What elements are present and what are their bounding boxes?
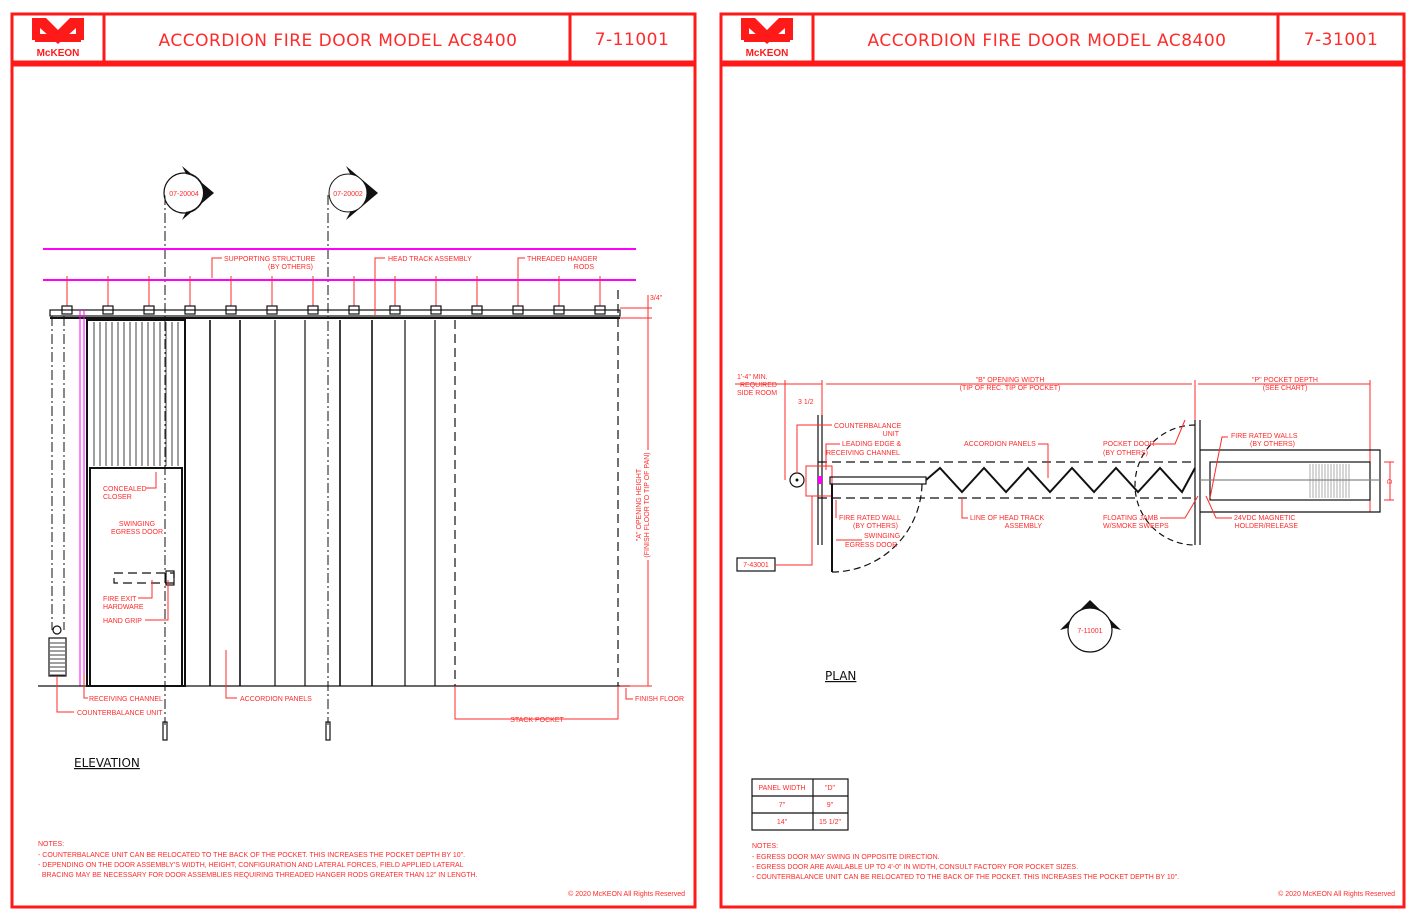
svg-text:3/4": 3/4" xyxy=(650,295,663,302)
svg-text:COUNTERBALANCE: COUNTERBALANCE xyxy=(834,423,902,430)
detail-reference[interactable]: 7-43001 xyxy=(736,496,813,572)
svg-text:3 1/2: 3 1/2 xyxy=(798,399,814,406)
svg-text:THREADED HANGER: THREADED HANGER xyxy=(527,256,597,263)
svg-text:McKEON: McKEON xyxy=(746,48,789,59)
svg-text:COUNTERBALANCE UNIT: COUNTERBALANCE UNIT xyxy=(77,710,163,717)
svg-text:RODS: RODS xyxy=(574,264,595,271)
svg-text:FLOATING JAMB: FLOATING JAMB xyxy=(1103,515,1158,522)
sheet-border xyxy=(10,63,697,909)
svg-text:7-11001: 7-11001 xyxy=(1077,628,1102,635)
svg-text:RECEIVING CHANNEL: RECEIVING CHANNEL xyxy=(89,696,163,703)
drawing-number: 7-11001 xyxy=(595,30,670,50)
svg-text:RECEIVING CHANNEL: RECEIVING CHANNEL xyxy=(826,450,900,457)
svg-text:EGRESS DOOR: EGRESS DOOR xyxy=(111,529,163,536)
svg-text:HEAD TRACK ASSEMBLY: HEAD TRACK ASSEMBLY xyxy=(388,256,472,263)
svg-text:- EGRESS DOOR ARE AVAILABLE UP: - EGRESS DOOR ARE AVAILABLE UP TO 4'-0" … xyxy=(752,864,1078,871)
svg-text:STACK POCKET: STACK POCKET xyxy=(510,717,564,724)
svg-text:9": 9" xyxy=(827,802,834,809)
counterbalance-weight xyxy=(48,637,67,677)
svg-text:D: D xyxy=(1387,479,1394,484)
svg-text:(BY OTHERS): (BY OTHERS) xyxy=(268,264,313,271)
svg-text:- DEPENDING ON THE DOOR ASSEMB: - DEPENDING ON THE DOOR ASSEMBLY'S WIDTH… xyxy=(38,862,464,869)
svg-text:HOLDER/RELEASE: HOLDER/RELEASE xyxy=(1235,523,1299,530)
svg-text:7": 7" xyxy=(779,802,786,809)
copyright: © 2020 McKEON All Rights Reserved xyxy=(568,890,685,898)
svg-text:LINE OF HEAD TRACK: LINE OF HEAD TRACK xyxy=(970,515,1044,522)
svg-text:1'-4" MIN.: 1'-4" MIN. xyxy=(737,374,768,381)
threaded-hanger-rods xyxy=(61,276,606,315)
svg-text:PANEL WIDTH: PANEL WIDTH xyxy=(758,785,805,792)
svg-text:- COUNTERBALANCE UNIT CAN BE R: - COUNTERBALANCE UNIT CAN BE RELOCATED T… xyxy=(752,874,1179,881)
notes: NOTES: - COUNTERBALANCE UNIT CAN BE RELO… xyxy=(38,841,478,879)
svg-text:15 1/2": 15 1/2" xyxy=(819,819,841,826)
svg-text:(BY OTHERS): (BY OTHERS) xyxy=(1250,441,1295,448)
svg-text:- COUNTERBALANCE UNIT CAN BE R: - COUNTERBALANCE UNIT CAN BE RELOCATED T… xyxy=(38,852,465,859)
title-block: McKEON ACCORDION FIRE DOOR MODEL AC8400 … xyxy=(719,12,1406,64)
svg-text:SUPPORTING STRUCTURE: SUPPORTING STRUCTURE xyxy=(224,256,316,263)
section-marker[interactable]: 7-11001 xyxy=(1060,600,1121,653)
mckeon-logo: McKEON xyxy=(741,18,793,59)
svg-text:07-20004: 07-20004 xyxy=(169,191,199,198)
svg-text:FINISH FLOOR: FINISH FLOOR xyxy=(635,696,684,703)
svg-text:- EGRESS DOOR MAY SWING IN OPP: - EGRESS DOOR MAY SWING IN OPPOSITE DIRE… xyxy=(752,854,940,861)
section-marker: 07-20004 xyxy=(163,166,214,220)
svg-text:LEADING EDGE &: LEADING EDGE & xyxy=(842,441,901,448)
accordion-panels-zigzag xyxy=(925,466,1196,494)
svg-text:(FINISH FLOOR TO TIP OF PAN): (FINISH FLOOR TO TIP OF PAN) xyxy=(644,452,651,557)
svg-text:FIRE RATED WALL: FIRE RATED WALL xyxy=(839,515,901,522)
svg-text:"B" OPENING WIDTH: "B" OPENING WIDTH xyxy=(976,377,1045,384)
mckeon-logo: McKEON xyxy=(32,18,84,59)
svg-text:SWINGING: SWINGING xyxy=(864,533,900,540)
view-title: ELEVATION xyxy=(74,756,140,770)
svg-text:HAND GRIP: HAND GRIP xyxy=(103,618,142,625)
svg-text:McKEON: McKEON xyxy=(37,48,80,59)
drawing-number: 7-31001 xyxy=(1304,30,1379,50)
view-title: PLAN xyxy=(825,669,856,683)
svg-text:ACCORDION PANELS: ACCORDION PANELS xyxy=(964,441,1036,448)
panel-width-table: PANEL WIDTH "D" 7" 9" 14" 15 1/2" xyxy=(751,778,849,831)
svg-text:EGRESS DOOR: EGRESS DOOR xyxy=(845,542,897,549)
svg-text:FIRE RATED WALLS: FIRE RATED WALLS xyxy=(1231,433,1298,440)
svg-text:W/SMOKE SWEEPS: W/SMOKE SWEEPS xyxy=(1103,523,1169,530)
sheet-elevation: McKEON ACCORDION FIRE DOOR MODEL AC8400 … xyxy=(10,12,697,909)
svg-text:REQUIRED: REQUIRED xyxy=(740,382,777,389)
svg-text:24VDC MAGNETIC: 24VDC MAGNETIC xyxy=(1234,515,1295,522)
drawing-title: ACCORDION FIRE DOOR MODEL AC8400 xyxy=(159,31,518,51)
svg-text:ASSEMBLY: ASSEMBLY xyxy=(1005,523,1043,530)
svg-text:NOTES:: NOTES: xyxy=(752,843,778,850)
svg-text:(BY OTHERS): (BY OTHERS) xyxy=(1103,450,1148,457)
svg-text:07-20002: 07-20002 xyxy=(333,191,363,198)
svg-text:CONCEALED: CONCEALED xyxy=(103,486,147,493)
svg-text:(BY OTHERS): (BY OTHERS) xyxy=(853,523,898,530)
svg-text:"D": "D" xyxy=(825,785,836,792)
svg-text:(SEE CHART): (SEE CHART) xyxy=(1263,385,1308,392)
svg-text:POCKET DOOR: POCKET DOOR xyxy=(1103,441,1155,448)
svg-text:CLOSER: CLOSER xyxy=(103,494,132,501)
svg-text:HARDWARE: HARDWARE xyxy=(103,604,144,611)
drawing-title: ACCORDION FIRE DOOR MODEL AC8400 xyxy=(868,31,1227,51)
svg-text:(TIP OF REC. TIP OF POCKET): (TIP OF REC. TIP OF POCKET) xyxy=(960,385,1061,392)
svg-text:14": 14" xyxy=(777,819,788,826)
sheet-plan: McKEON ACCORDION FIRE DOOR MODEL AC8400 … xyxy=(719,12,1406,909)
svg-text:"P" POCKET DEPTH: "P" POCKET DEPTH xyxy=(1252,377,1318,384)
sheet-border xyxy=(719,63,1406,909)
copyright: © 2020 McKEON All Rights Reserved xyxy=(1278,890,1395,898)
svg-text:SIDE ROOM: SIDE ROOM xyxy=(737,390,777,397)
svg-text:BRACING MAY BE NECESSARY FOR D: BRACING MAY BE NECESSARY FOR DOOR ASSEMB… xyxy=(38,872,478,879)
svg-text:FIRE EXIT: FIRE EXIT xyxy=(103,596,137,603)
svg-text:UNIT: UNIT xyxy=(883,431,900,438)
section-marker: 07-20002 xyxy=(328,166,378,220)
notes: NOTES: - EGRESS DOOR MAY SWING IN OPPOSI… xyxy=(752,843,1179,881)
title-block: McKEON ACCORDION FIRE DOOR MODEL AC8400 … xyxy=(10,12,697,64)
svg-text:NOTES:: NOTES: xyxy=(38,841,64,848)
svg-text:ACCORDION PANELS: ACCORDION PANELS xyxy=(240,696,312,703)
svg-text:7-43001: 7-43001 xyxy=(743,562,769,569)
svg-text:SWINGING: SWINGING xyxy=(119,521,155,528)
svg-text:"A" OPENING HEIGHT: "A" OPENING HEIGHT xyxy=(636,468,643,541)
